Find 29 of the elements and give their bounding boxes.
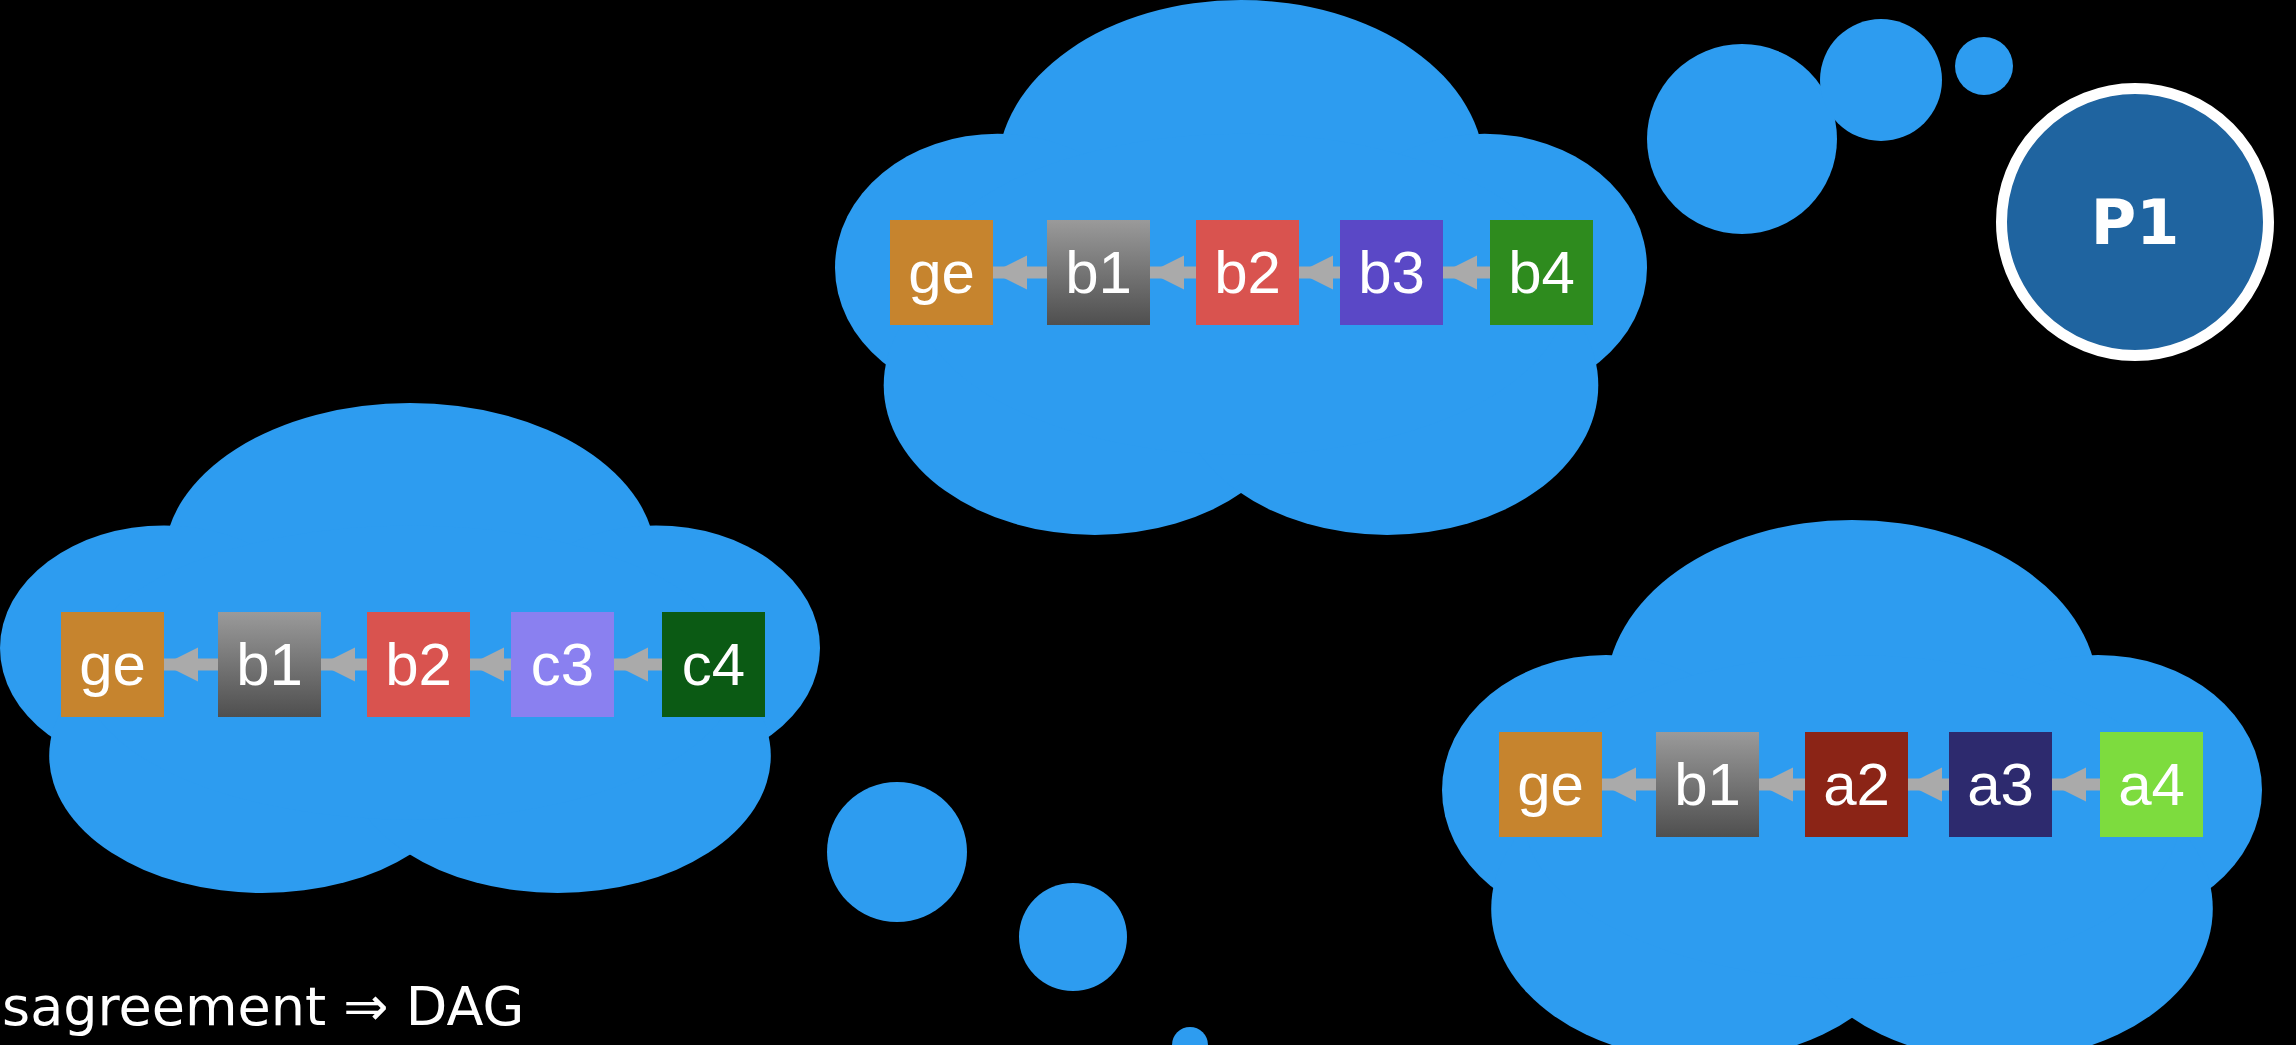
block-box: ge [61, 612, 164, 717]
block-box: b1 [218, 612, 321, 717]
arrow [1443, 255, 1490, 290]
block-box: a3 [1949, 732, 2052, 837]
block-box: ge [890, 220, 993, 325]
block-box: a4 [2100, 732, 2203, 837]
arrow [2052, 767, 2100, 802]
note-text: sagreement ⇒ DAG [2, 975, 525, 1038]
block-box: ge [1499, 732, 1602, 837]
arrow [1759, 767, 1805, 802]
process-circle: P1 [1996, 83, 2274, 361]
block-box: c3 [511, 612, 614, 717]
arrow [1299, 255, 1340, 290]
block-box: a2 [1805, 732, 1908, 837]
arrow [1908, 767, 1949, 802]
arrow [321, 647, 367, 682]
block-box: b2 [367, 612, 470, 717]
arrow [1150, 255, 1196, 290]
block-box: b4 [1490, 220, 1593, 325]
arrow [470, 647, 511, 682]
arrow [993, 255, 1047, 290]
block-box: b2 [1196, 220, 1299, 325]
arrow [1602, 767, 1656, 802]
block-box: b1 [1047, 220, 1150, 325]
arrow [164, 647, 218, 682]
arrow [614, 647, 662, 682]
block-box: c4 [662, 612, 765, 717]
block-box: b3 [1340, 220, 1443, 325]
block-box: b1 [1656, 732, 1759, 837]
